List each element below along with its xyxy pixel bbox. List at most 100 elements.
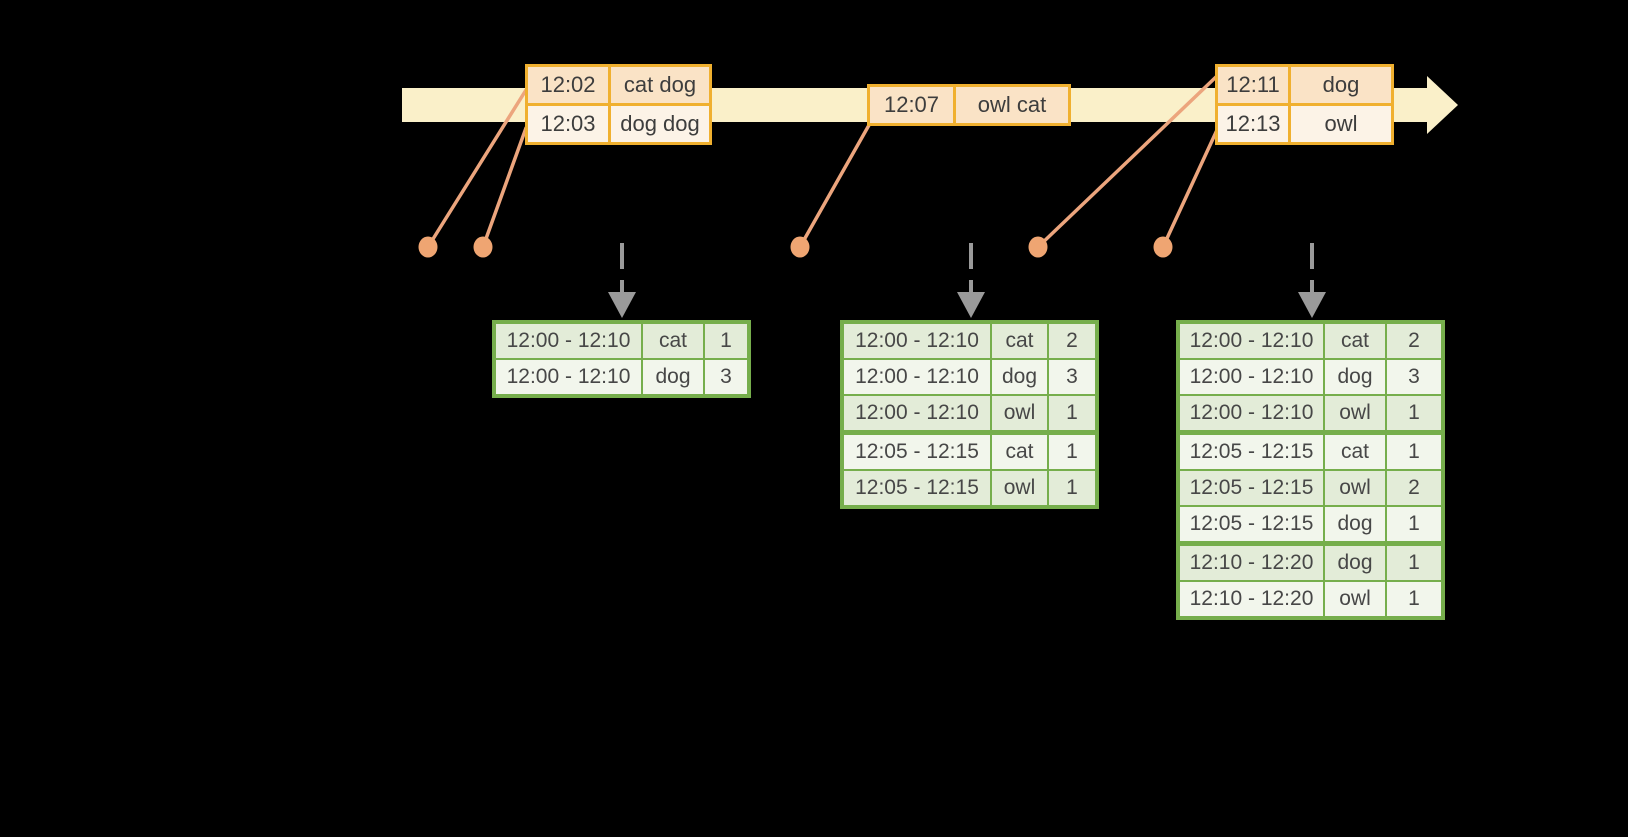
word-cell: cat bbox=[992, 324, 1047, 358]
event-time-cell: 12:11 bbox=[1218, 67, 1288, 103]
word-cell: dog bbox=[643, 360, 703, 394]
window-range-cell: 12:00 - 12:10 bbox=[844, 360, 990, 394]
word-cell: dog bbox=[1325, 360, 1385, 394]
count-cell: 1 bbox=[1387, 396, 1441, 430]
count-cell: 2 bbox=[1387, 471, 1441, 505]
word-cell: cat bbox=[992, 435, 1047, 469]
event-time-cell: 12:02 bbox=[528, 67, 608, 103]
count-cell: 1 bbox=[1387, 546, 1441, 580]
word-cell: dog bbox=[1325, 546, 1385, 580]
event-words-cell: dog bbox=[1291, 67, 1391, 103]
event-words-cell: owl cat bbox=[956, 87, 1068, 123]
count-cell: 1 bbox=[1387, 507, 1441, 541]
event-dot-icon bbox=[790, 236, 810, 258]
word-cell: owl bbox=[992, 396, 1047, 430]
word-cell: cat bbox=[1325, 324, 1385, 358]
event-words-cell: cat dog bbox=[611, 67, 709, 103]
word-cell: cat bbox=[643, 324, 703, 358]
count-cell: 1 bbox=[1049, 471, 1095, 505]
connector-line bbox=[426, 88, 528, 249]
window-range-cell: 12:00 - 12:10 bbox=[844, 396, 990, 430]
window-range-cell: 12:05 - 12:15 bbox=[1180, 435, 1323, 469]
word-cell: dog bbox=[1325, 507, 1385, 541]
event-time-cell: 12:13 bbox=[1218, 106, 1288, 142]
window-range-cell: 12:00 - 12:10 bbox=[1180, 360, 1323, 394]
event-dot-icon bbox=[1028, 236, 1048, 258]
event-words-cell: dog dog bbox=[611, 106, 709, 142]
connector-line bbox=[1161, 128, 1219, 249]
timeline-arrowhead-icon bbox=[1427, 76, 1458, 134]
word-cell: cat bbox=[1325, 435, 1385, 469]
connector-line bbox=[1036, 74, 1219, 249]
count-cell: 1 bbox=[1387, 582, 1441, 616]
trigger-down-arrow-icon bbox=[608, 292, 636, 318]
window-range-cell: 12:00 - 12:10 bbox=[496, 360, 641, 394]
count-cell: 1 bbox=[1049, 435, 1095, 469]
count-cell: 1 bbox=[1049, 396, 1095, 430]
event-dot-icon bbox=[473, 236, 493, 258]
count-cell: 2 bbox=[1387, 324, 1441, 358]
event-words-cell: owl bbox=[1291, 106, 1391, 142]
word-cell: dog bbox=[992, 360, 1047, 394]
trigger-down-arrow-icon bbox=[1298, 292, 1326, 318]
connector-lines bbox=[426, 74, 1219, 249]
window-range-cell: 12:00 - 12:10 bbox=[844, 324, 990, 358]
connector-line bbox=[798, 116, 875, 249]
connector-line bbox=[481, 126, 528, 249]
window-range-cell: 12:00 - 12:10 bbox=[1180, 396, 1323, 430]
count-cell: 3 bbox=[1049, 360, 1095, 394]
trigger-down-arrow-icon bbox=[957, 292, 985, 318]
window-range-cell: 12:05 - 12:15 bbox=[844, 435, 990, 469]
trigger-arrows bbox=[608, 243, 1326, 318]
event-dot-icon bbox=[1153, 236, 1173, 258]
event-dot-icon bbox=[418, 236, 438, 258]
count-cell: 2 bbox=[1049, 324, 1095, 358]
event-time-cell: 12:07 bbox=[870, 87, 953, 123]
word-cell: owl bbox=[1325, 582, 1385, 616]
count-cell: 1 bbox=[1387, 435, 1441, 469]
word-cell: owl bbox=[1325, 396, 1385, 430]
window-range-cell: 12:00 - 12:10 bbox=[1180, 324, 1323, 358]
count-cell: 3 bbox=[705, 360, 747, 394]
window-range-cell: 12:10 - 12:20 bbox=[1180, 546, 1323, 580]
word-cell: owl bbox=[992, 471, 1047, 505]
count-cell: 3 bbox=[1387, 360, 1441, 394]
window-range-cell: 12:00 - 12:10 bbox=[496, 324, 641, 358]
word-cell: owl bbox=[1325, 471, 1385, 505]
window-range-cell: 12:05 - 12:15 bbox=[844, 471, 990, 505]
event-time-cell: 12:03 bbox=[528, 106, 608, 142]
count-cell: 1 bbox=[705, 324, 747, 358]
